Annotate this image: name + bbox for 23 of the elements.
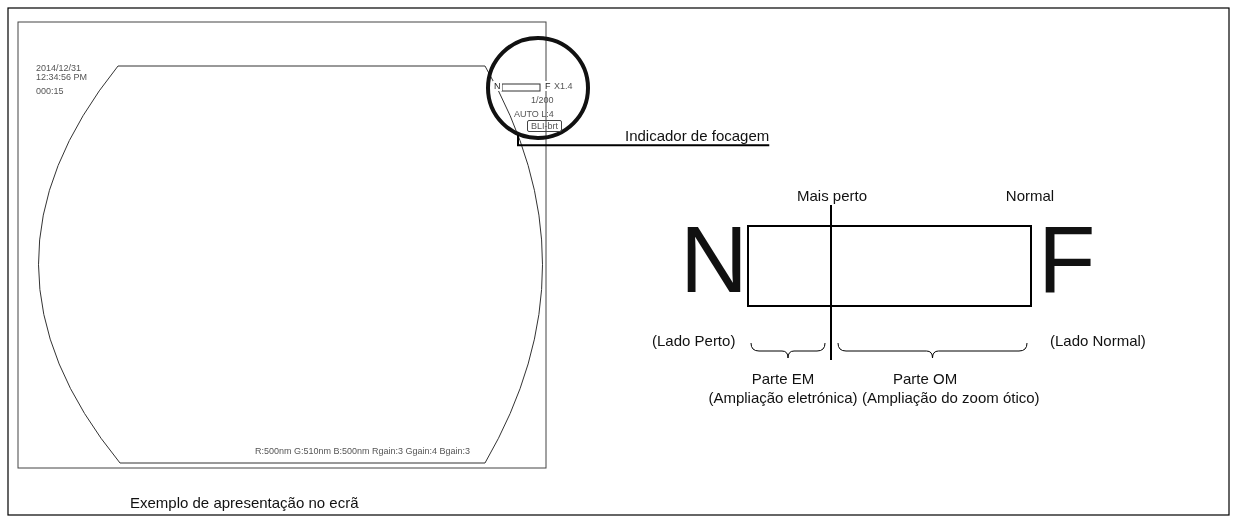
light-mode: AUTO L:4 [514,109,554,120]
mode-tag: BLI-brt [527,120,562,133]
highlight-circle [486,36,590,140]
far-letter: F [1038,222,1096,298]
label: (Ampliação eletrónica) [708,389,858,407]
label: Parte OM [893,370,958,388]
elapsed-time: 000:15 [36,86,64,97]
label: (Lado Normal) [1050,332,1146,350]
caption: Exemplo de apresentação no ecrã [130,494,359,512]
time-text: 12:34:56 PM [36,72,88,83]
label: Parte EM [751,370,815,388]
label: (Ampliação do zoom ótico) [862,389,1040,407]
leader-line [517,134,771,147]
callout-text: Indicador de focagem [625,127,770,145]
zoom-value: X1.4 [554,81,573,92]
label: (Lado Perto) [652,332,736,350]
label: Mais perto [797,187,867,205]
date-text: 2014/12/31 [36,63,82,74]
near-letter: N [680,222,748,298]
label: Normal [1005,187,1055,205]
far-letter: F [544,81,552,92]
color-settings: R:500nm G:510nm B:500nm Rgain:3 Ggain:4 Bgain:3 [255,446,471,457]
near-letter: N [493,81,502,92]
